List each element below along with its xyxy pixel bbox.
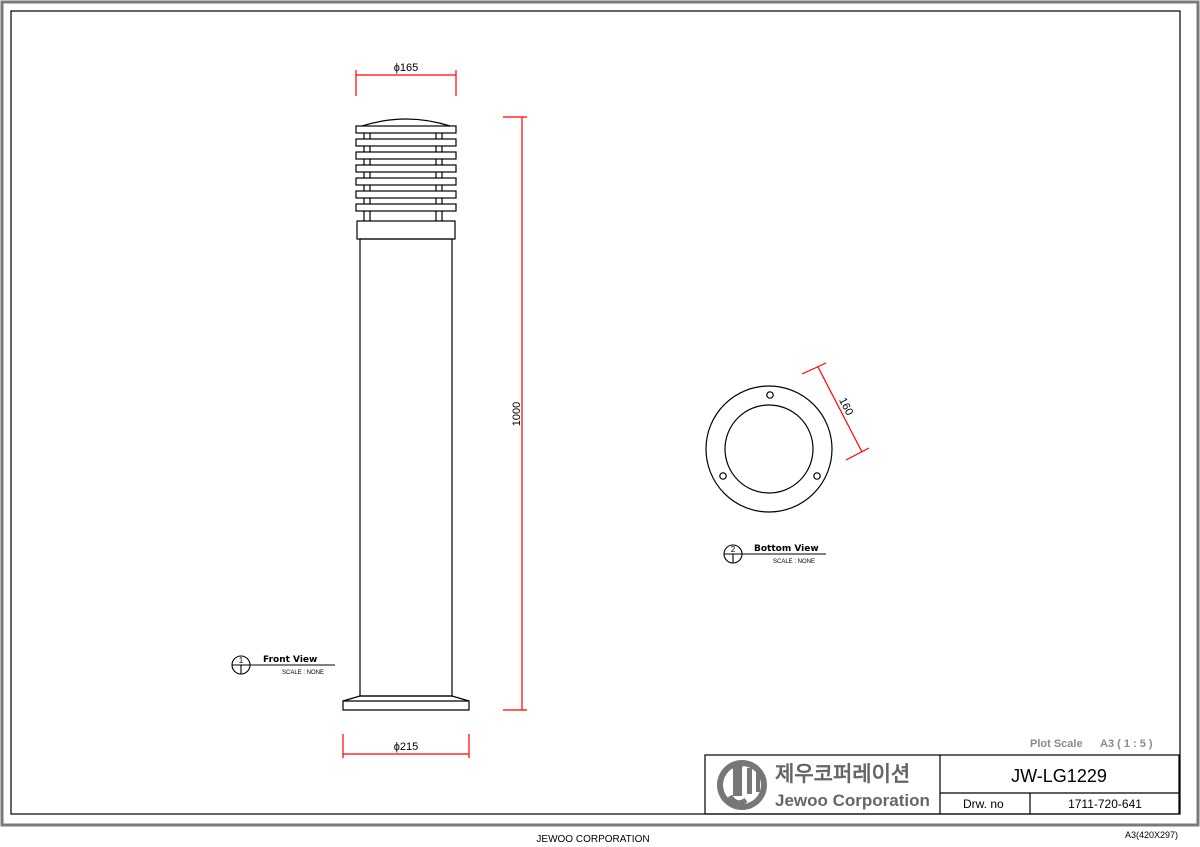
front-view-scale: SCALE : NONE	[282, 670, 324, 676]
height-label: 1000	[511, 402, 523, 426]
front-view-number: 1	[239, 656, 244, 665]
drawing-number-label: Drw. no	[963, 797, 1004, 811]
dimension-height	[503, 116, 527, 711]
footer-company: JEWOO CORPORATION	[536, 834, 649, 845]
jewoo-logo	[717, 760, 767, 810]
title-block	[704, 754, 1180, 815]
base-diameter-label: ϕ215	[394, 741, 419, 753]
front-view-title: Front View	[263, 655, 317, 665]
bottom-diameter-label: 160	[836, 396, 855, 418]
inner-border	[10, 10, 1181, 815]
dimension-base-diameter	[342, 734, 470, 758]
bollard-louvers	[355, 125, 457, 221]
outer-border	[0, 0, 1200, 827]
company-name-english: Jewoo Corporation	[775, 791, 930, 810]
company-name-korean: 제우코퍼레이션	[775, 763, 910, 786]
bottom-view-title: Bottom View	[754, 544, 819, 554]
bollard-base-flange	[342, 695, 470, 711]
bottom-outer-ring	[705, 385, 833, 513]
bottom-bolt-hole	[719, 472, 727, 480]
head-diameter-label: ϕ165	[394, 62, 419, 74]
bottom-view-callout	[723, 544, 826, 564]
bollard-front-view	[342, 118, 470, 711]
dimension-bottom-diameter	[801, 362, 870, 461]
dimension-head-diameter	[355, 70, 457, 96]
drawing-title: JW-LG1229	[1011, 766, 1107, 786]
bollard-body	[359, 238, 453, 697]
bottom-view-drawing	[705, 385, 833, 513]
bollard-collar	[356, 220, 456, 240]
bottom-view-scale: SCALE : NONE	[773, 559, 815, 565]
bottom-bolt-hole	[813, 472, 821, 480]
bottom-inner-opening	[724, 404, 814, 494]
bottom-view-number: 2	[731, 545, 736, 554]
front-view-callout	[231, 655, 335, 675]
footer-sheet-size: A3(420X297)	[1125, 830, 1178, 840]
bottom-bolt-hole	[766, 391, 774, 399]
plot-scale-value: A3 ( 1 : 5 )	[1100, 738, 1153, 750]
plot-scale-label: Plot Scale	[1030, 738, 1083, 750]
drawing-number-value: 1711-720-641	[1068, 797, 1142, 811]
bollard-dome-cap	[361, 118, 451, 127]
